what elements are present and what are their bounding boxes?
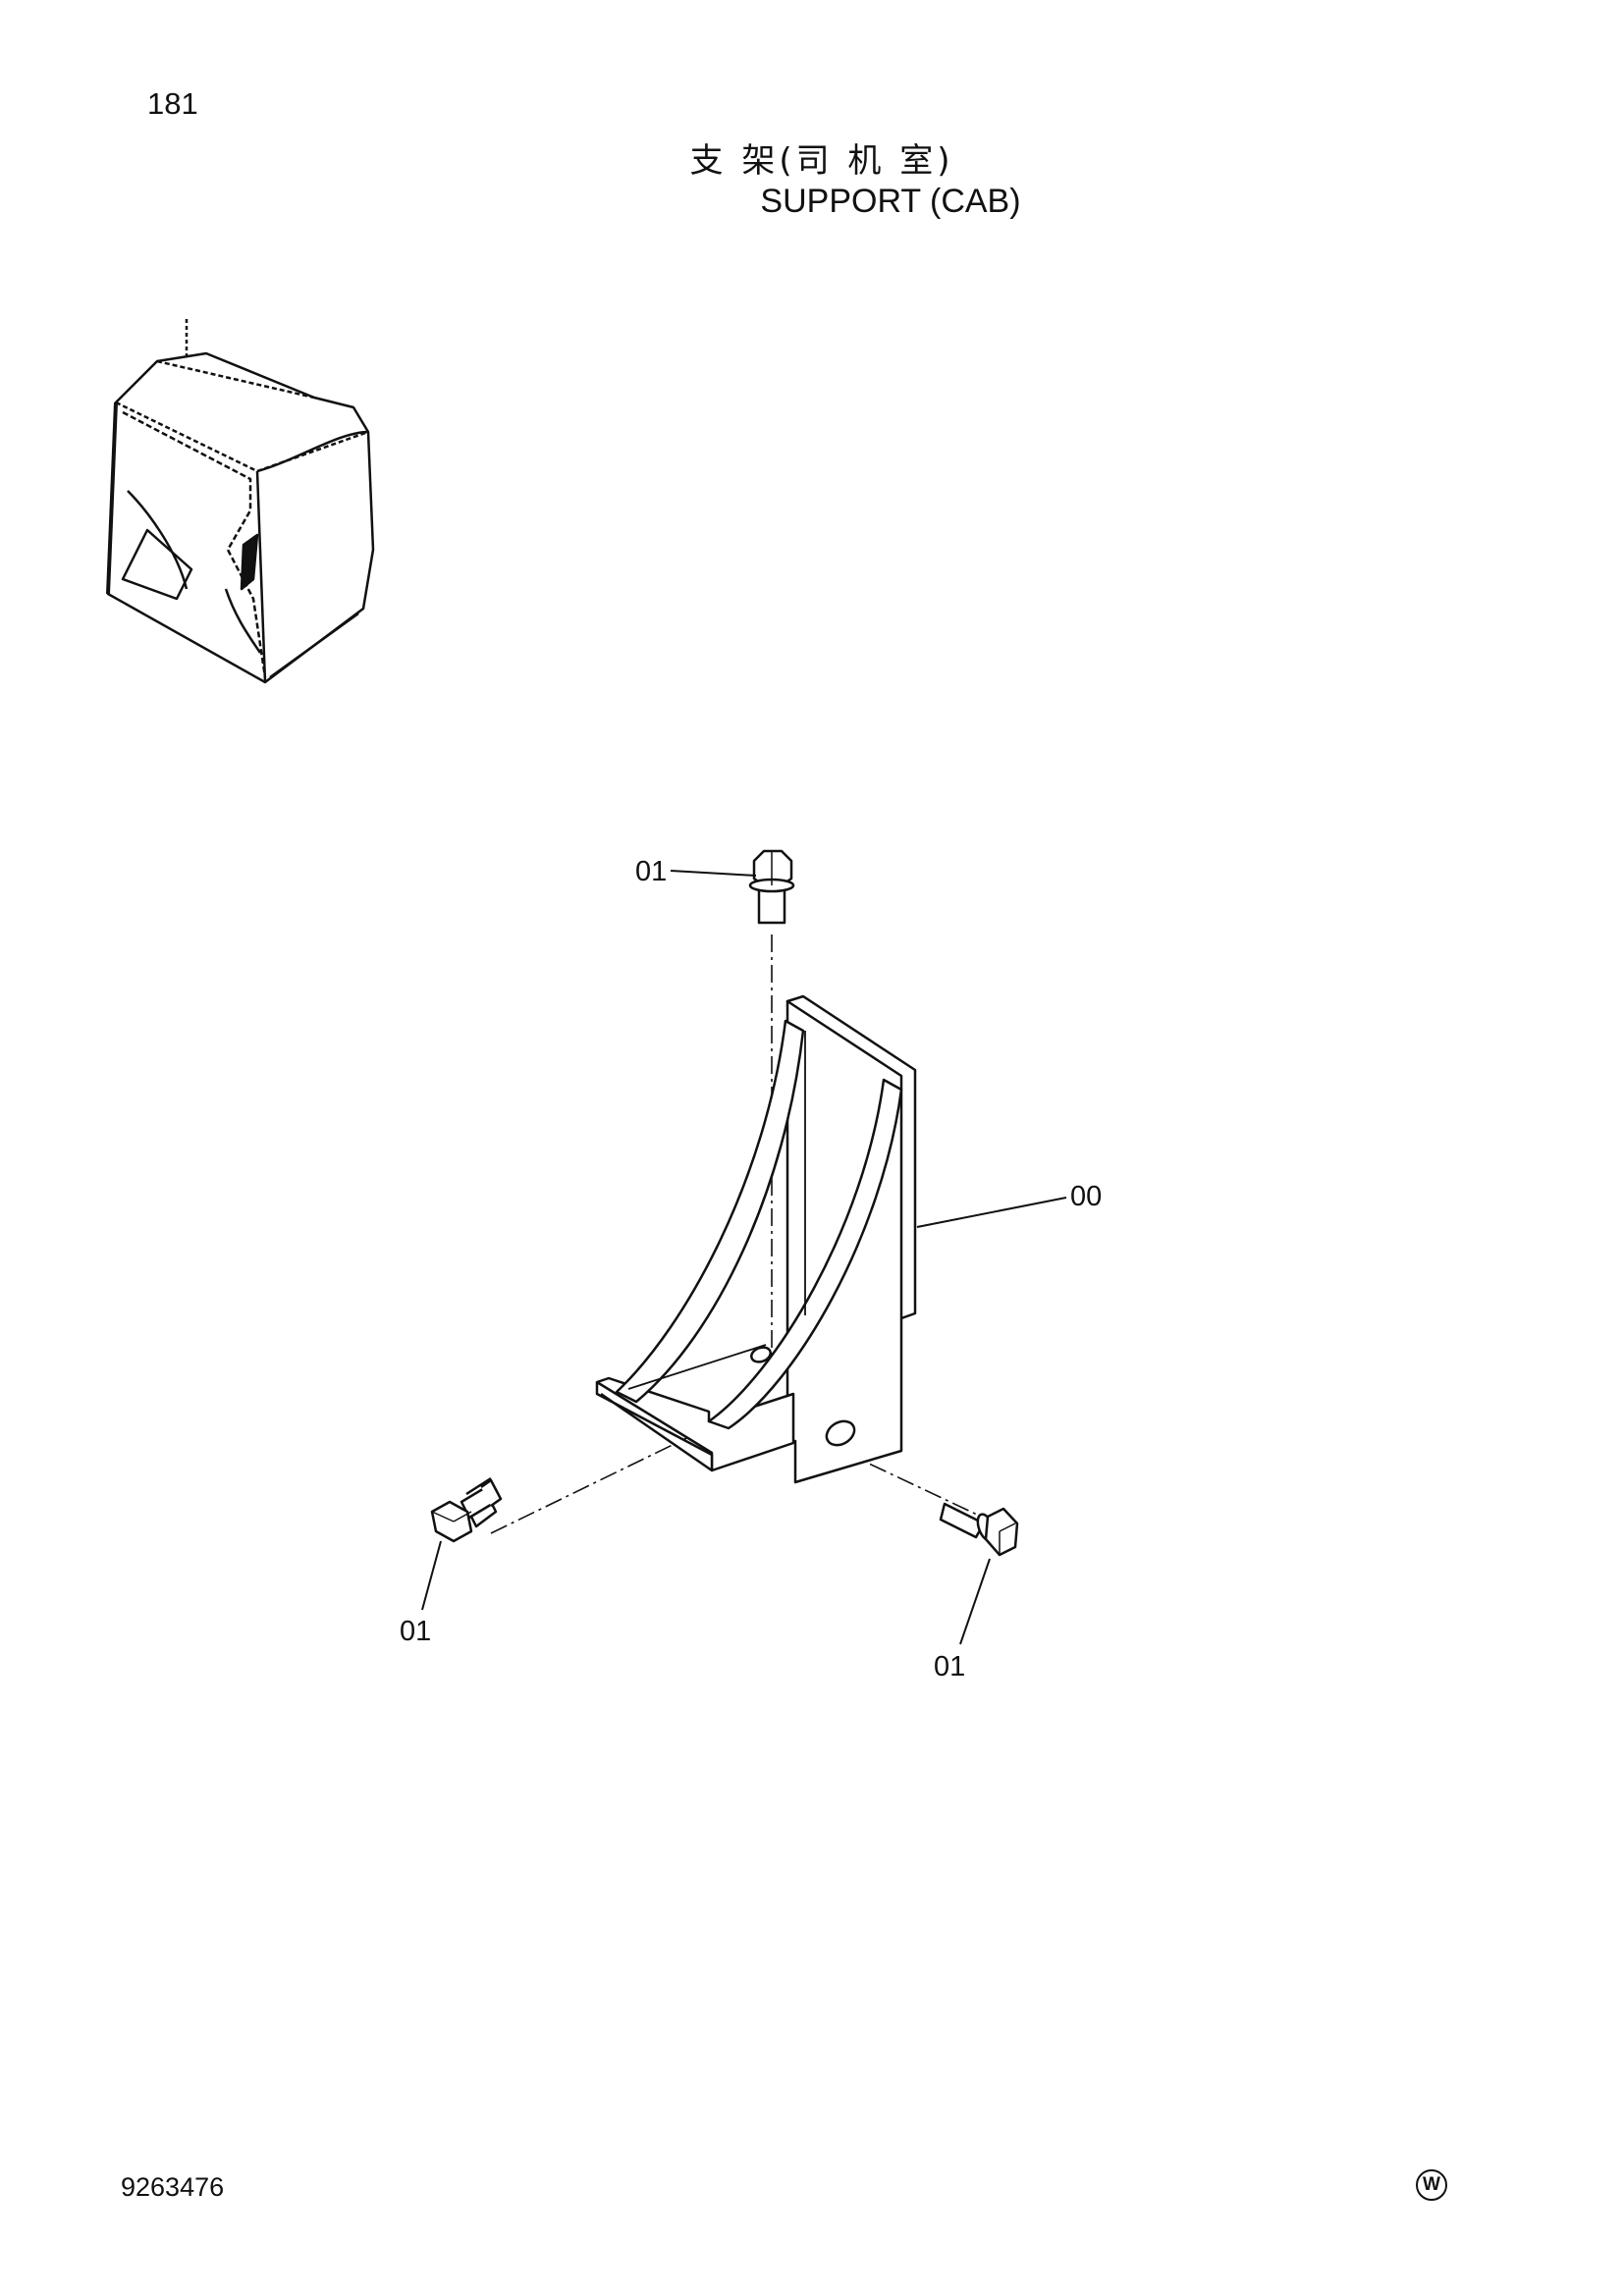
page-number: 181 [147,86,198,121]
page-title-english: SUPPORT (CAB) [760,183,1021,220]
document-number: 9263476 [121,2172,225,2202]
bolt-right [939,1502,1019,1557]
bolt-top [748,849,795,925]
callout-bolt-left: 01 [400,1616,431,1647]
callout-bolt-right: 01 [934,1651,965,1682]
bolt-left [430,1476,503,1543]
w-mark-icon: W [1416,2169,1447,2201]
leader-lines [421,870,1067,1645]
support-bracket [595,994,917,1484]
callout-bolt-top: 01 [635,856,667,887]
cab-locator-icon [106,319,375,684]
callout-support: 00 [1070,1181,1102,1212]
page-title-chinese: 支 架(司 机 室) [689,141,954,181]
